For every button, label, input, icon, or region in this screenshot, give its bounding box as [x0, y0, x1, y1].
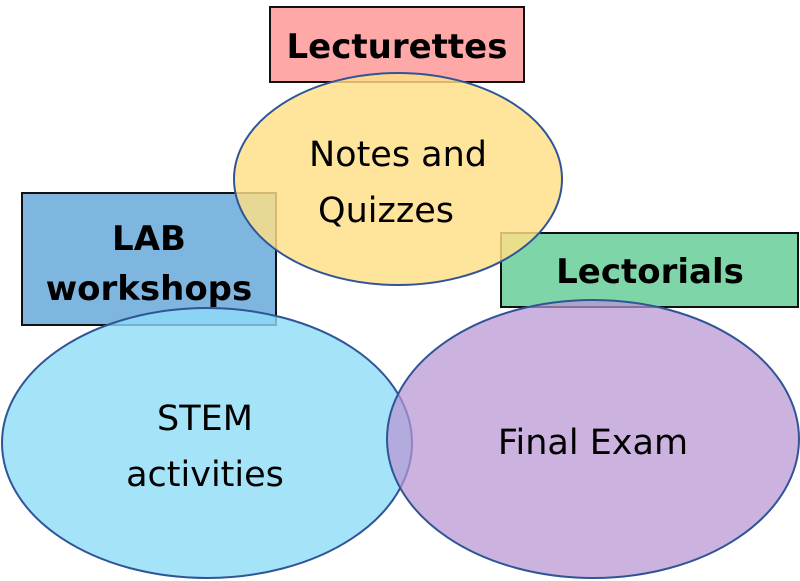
final-exam-ellipse: Final Exam — [386, 299, 800, 579]
notes-quizzes-ellipse: Notes and Quizzes — [233, 72, 563, 286]
lectorials-label: Lectorials — [556, 252, 744, 292]
stem-label-line1: STEM — [157, 399, 253, 439]
notes-label-line1: Notes and — [309, 135, 487, 175]
lecturettes-box: Lecturettes — [269, 6, 525, 83]
lab-workshops-box: LAB workshops — [21, 192, 277, 326]
final-exam-label: Final Exam — [498, 423, 688, 463]
lab-label-line1: LAB — [112, 219, 186, 259]
lectorials-box: Lectorials — [500, 232, 799, 308]
notes-label-line2: Quizzes — [318, 191, 454, 231]
stem-activities-ellipse: STEM activities — [1, 307, 413, 579]
lab-label-line2: workshops — [46, 269, 253, 309]
stem-label-line2: activities — [126, 455, 284, 495]
lecturettes-label: Lecturettes — [287, 27, 508, 67]
